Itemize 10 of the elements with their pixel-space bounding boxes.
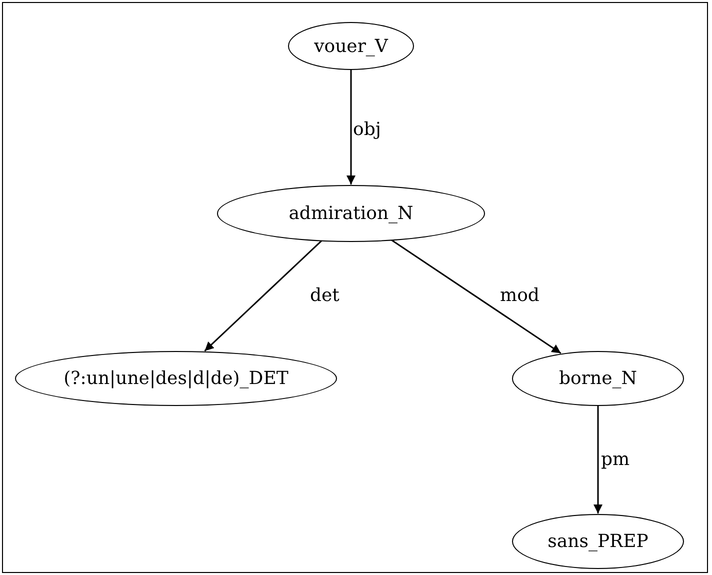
arrow — [204, 240, 322, 352]
node-label: borne_N — [559, 368, 637, 388]
edge-label: obj — [352, 120, 382, 140]
node-label: vouer_V — [314, 36, 388, 56]
node-label: (?:un|une|des|d|de)_DET — [64, 368, 288, 388]
arrow — [346, 70, 356, 184]
node-label: admiration_N — [288, 202, 414, 224]
arrow — [391, 240, 562, 354]
arrow — [594, 406, 602, 514]
node-label: sans_PREP — [548, 530, 648, 552]
